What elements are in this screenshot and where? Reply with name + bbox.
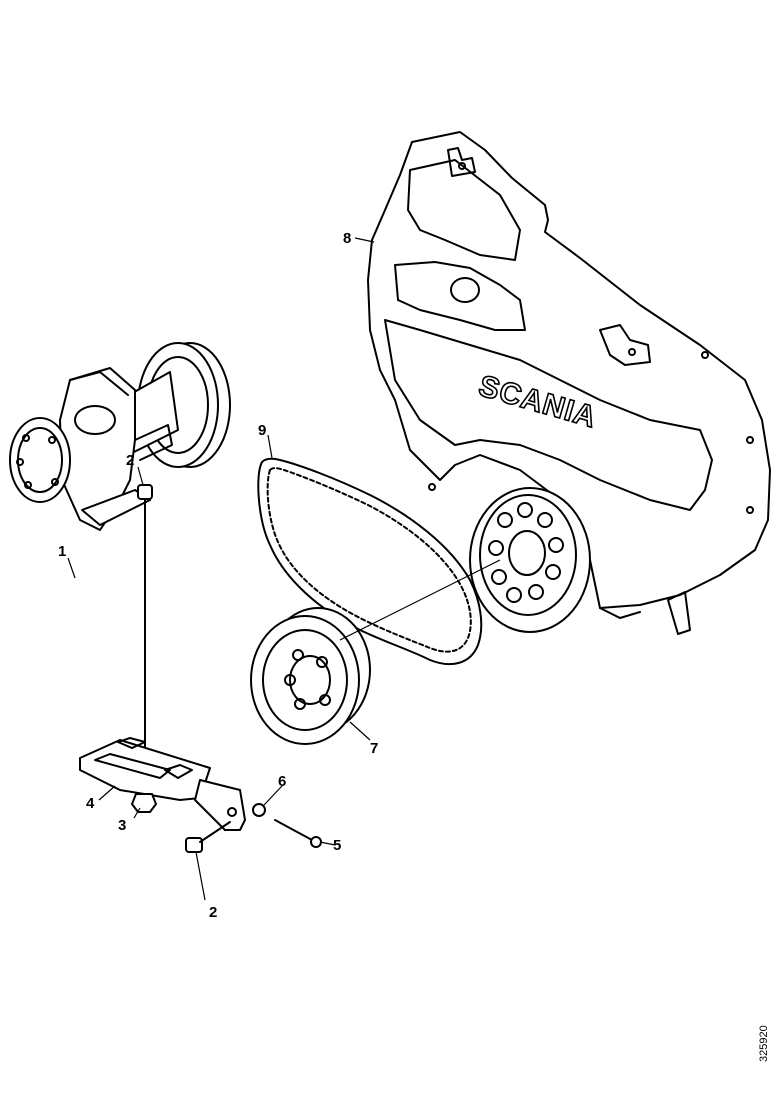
callout-9: 9 (258, 422, 266, 439)
drawing-code: 325920 (758, 1025, 770, 1062)
callout-7: 7 (370, 740, 378, 757)
callout-4: 4 (86, 795, 95, 812)
callout-5: 5 (333, 837, 341, 854)
callout-8: 8 (343, 230, 351, 247)
bolt-top (137, 484, 153, 781)
washer (252, 803, 266, 817)
pump-pulley (250, 559, 501, 745)
callout-1: 1 (58, 543, 66, 560)
callout-2-top: 2 (126, 452, 134, 469)
bolt-bottom (185, 821, 231, 853)
nut (131, 793, 157, 813)
leader-lines (67, 237, 375, 901)
drive-belt (257, 457, 483, 666)
callout-3: 3 (118, 817, 126, 834)
crankshaft-pulley (469, 487, 591, 633)
screw (274, 819, 322, 848)
water-pump (9, 342, 231, 531)
timing-cover: SCANIA (367, 131, 771, 635)
callout-6: 6 (278, 773, 286, 790)
callouts: 1 2 3 4 5 6 2 7 8 9 (58, 230, 378, 921)
mounting-bracket (79, 737, 246, 831)
callout-2-bottom: 2 (209, 904, 217, 921)
